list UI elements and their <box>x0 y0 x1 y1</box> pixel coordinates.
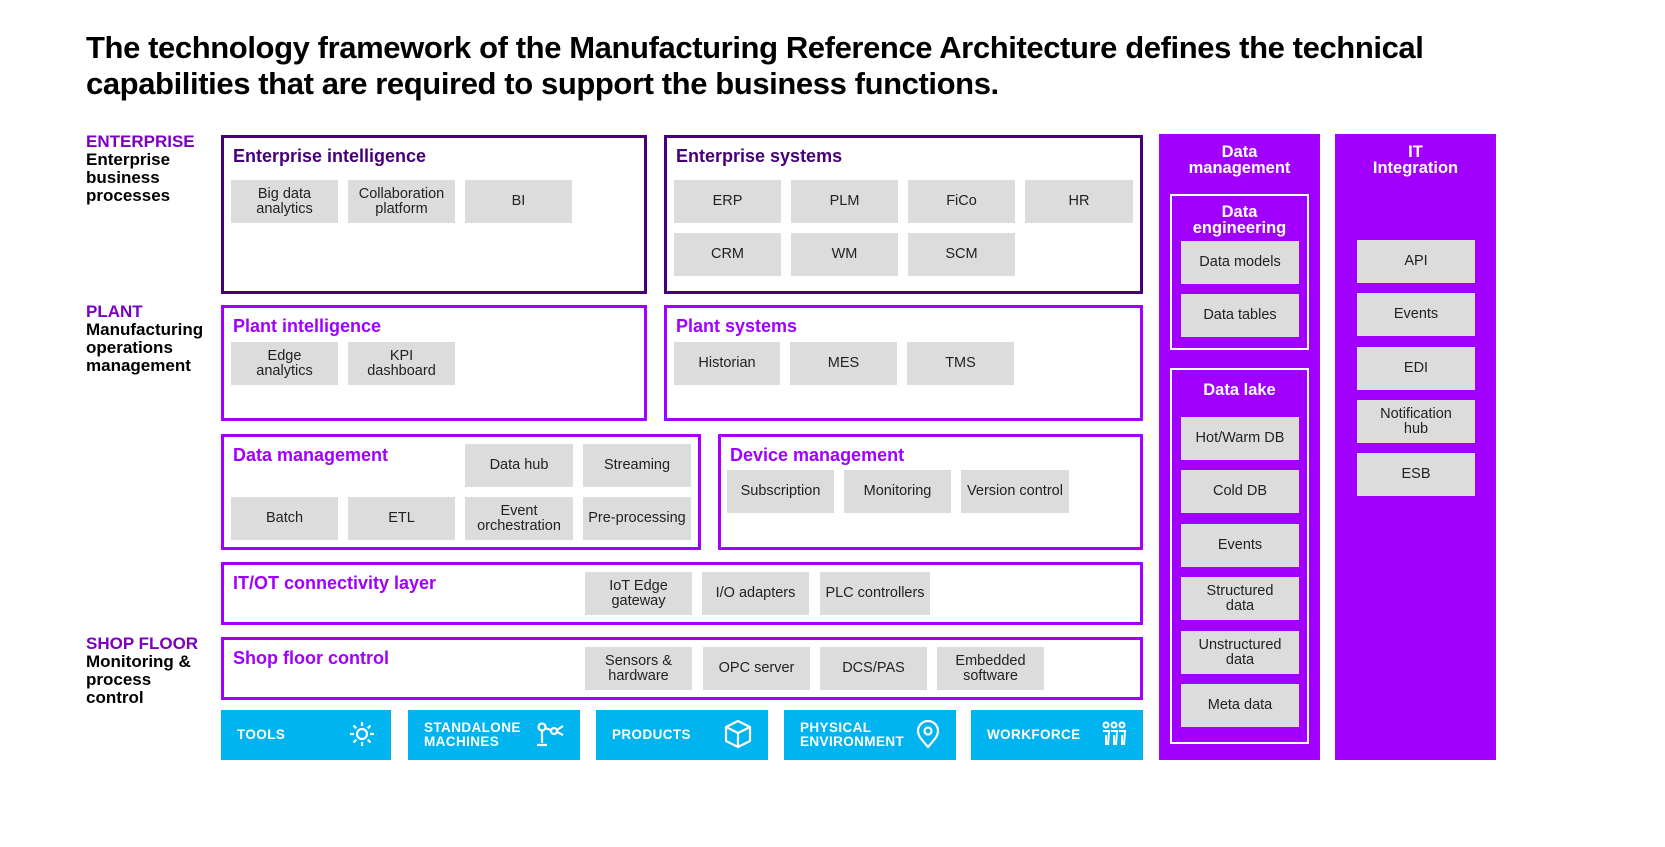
level-desc: management <box>86 356 191 375</box>
level-desc: Enterprise <box>86 150 171 169</box>
bar-label: WORKFORCE <box>987 727 1081 742</box>
chip-tms: TMS <box>907 342 1014 385</box>
chip-opc-server: OPC server <box>703 647 810 690</box>
panel-title: Shop floor control <box>233 648 389 668</box>
chip-streaming: Streaming <box>583 444 691 487</box>
bar-label: ENVIRONMENT <box>800 734 905 749</box>
bar-label: TOOLS <box>237 727 286 742</box>
chip-monitoring: Monitoring <box>844 470 951 513</box>
chip-historian: Historian <box>674 342 780 385</box>
chip-bi: BI <box>465 180 572 223</box>
chip-edi: EDI <box>1357 347 1475 390</box>
bar-tools: TOOLS <box>221 710 391 760</box>
chip-pre-processing: Pre-processing <box>583 497 691 540</box>
chip-scm: SCM <box>908 233 1015 276</box>
panel-title: Device management <box>730 445 905 465</box>
title-line-1: The technology framework of the Manufact… <box>86 30 1424 65</box>
panel-title: Data management <box>233 445 389 465</box>
level-desc: process <box>86 670 152 689</box>
level-enterprise: ENTERPRISE Enterprise business processes <box>86 133 195 205</box>
chip-mes: MES <box>790 342 897 385</box>
level-desc: Manufacturing <box>86 320 204 339</box>
level-desc: processes <box>86 186 171 205</box>
chip-data-tables: Data tables <box>1181 294 1299 337</box>
chip-plm: PLM <box>791 180 898 223</box>
chip-meta-data: Meta data <box>1181 684 1299 727</box>
level-desc: operations <box>86 338 173 357</box>
level-key: SHOP FLOOR <box>86 634 199 653</box>
level-key: PLANT <box>86 302 143 321</box>
panel-title: Enterprise systems <box>676 146 843 166</box>
panel-title: IT/OT connectivity layer <box>233 573 437 593</box>
chip-erp: ERP <box>674 180 781 223</box>
chip-cold-db: Cold DB <box>1181 470 1299 513</box>
bar-label: PRODUCTS <box>612 727 691 742</box>
level-desc: Monitoring & <box>86 652 191 671</box>
chip-events: Events <box>1357 293 1475 336</box>
chip-fico: FiCo <box>908 180 1015 223</box>
chip-data-hub: Data hub <box>465 444 573 487</box>
location-pin-icon <box>914 718 942 753</box>
chip-etl: ETL <box>348 497 455 540</box>
bar-workforce: WORKFORCE <box>971 710 1143 760</box>
chip-events: Events <box>1181 524 1299 567</box>
level-key: ENTERPRISE <box>86 132 195 151</box>
chip-crm: CRM <box>674 233 781 276</box>
page-title: The technology framework of the Manufact… <box>86 30 1586 102</box>
bar-products: PRODUCTS <box>596 710 768 760</box>
panel-plant-systems: Plant systems <box>664 305 1143 421</box>
chip-subscription: Subscription <box>727 470 834 513</box>
bar-label: PHYSICAL <box>800 720 872 735</box>
chip-hot-warm-db: Hot/Warm DB <box>1181 417 1299 460</box>
chip-dcs-pas: DCS/PAS <box>820 647 927 690</box>
gear-wrench-icon <box>347 719 377 752</box>
people-group-icon <box>1099 719 1129 752</box>
level-shop-floor: SHOP FLOOR Monitoring & process control <box>86 635 198 707</box>
group-title: Data lake <box>1203 381 1276 399</box>
chip-batch: Batch <box>231 497 338 540</box>
chip-hr: HR <box>1025 180 1133 223</box>
chip-version-control: Version control <box>961 470 1069 513</box>
chip-plc-controllers: PLC controllers <box>820 572 930 615</box>
group-data-lake: Data lake <box>1170 368 1309 744</box>
chip-io-adapters: I/O adapters <box>702 572 809 615</box>
bar-label: STANDALONE <box>424 720 521 735</box>
title-line-2: capabilities that are required to suppor… <box>86 66 999 101</box>
chip-wm: WM <box>791 233 898 276</box>
level-plant: PLANT Manufacturing operations managemen… <box>86 303 203 375</box>
chip-api: API <box>1357 240 1475 283</box>
chip-esb: ESB <box>1357 453 1475 496</box>
level-desc: business <box>86 168 160 187</box>
chip-data-models: Data models <box>1181 241 1299 284</box>
cube-icon <box>722 718 754 753</box>
level-desc: control <box>86 688 144 707</box>
panel-title: Enterprise intelligence <box>233 146 427 166</box>
robot-arm-icon <box>534 719 566 752</box>
panel-title: Plant systems <box>676 316 798 336</box>
panel-title: Plant intelligence <box>233 316 382 336</box>
bar-label: MACHINES <box>424 734 500 749</box>
chip-sensors-hardware: Sensors &hardware <box>585 647 692 690</box>
